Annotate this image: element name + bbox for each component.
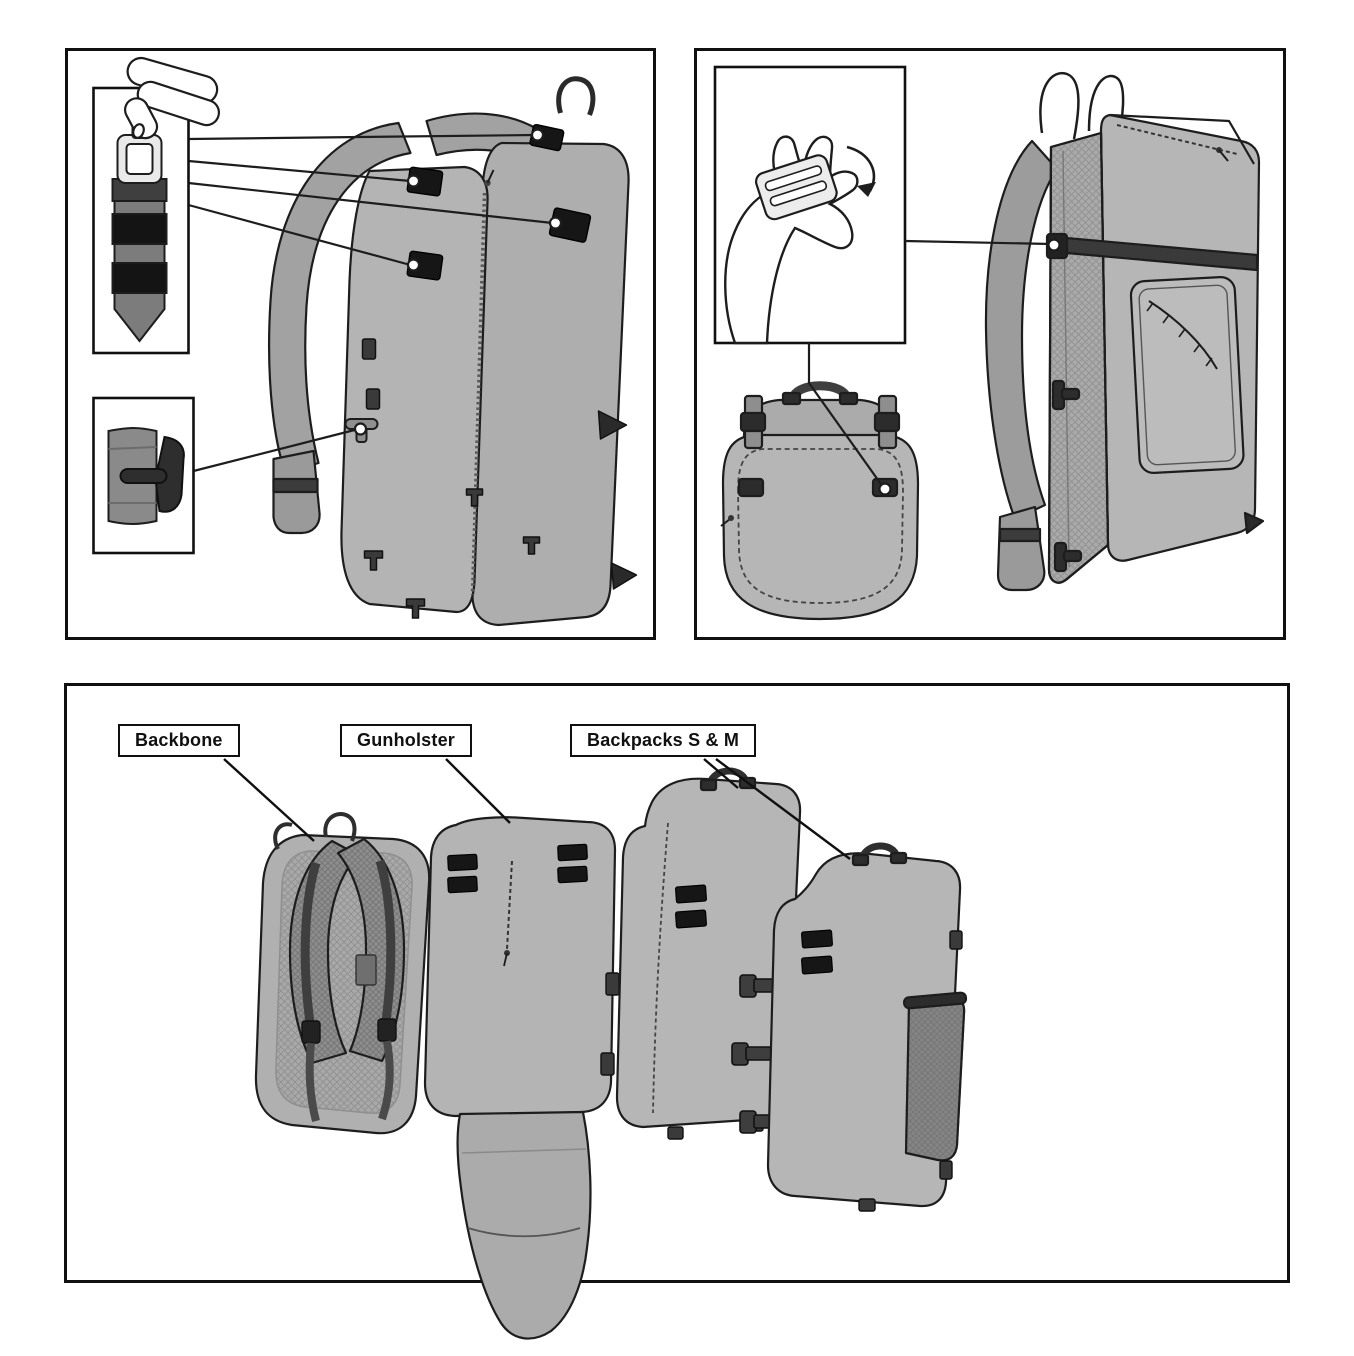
holster-seam xyxy=(461,1148,587,1154)
front-zipper xyxy=(652,822,669,1114)
label-pointer-lines xyxy=(223,758,851,860)
webbing-buckles xyxy=(301,1018,397,1044)
strap-tail xyxy=(996,505,1046,592)
strap-keeper xyxy=(272,477,319,494)
webbing-tails xyxy=(305,1040,394,1123)
callout-endpoint-dots xyxy=(353,128,563,436)
zipper-pull-cord xyxy=(720,518,731,527)
callout-endpoint-dot xyxy=(406,258,421,272)
velcro-ladder-strap xyxy=(111,123,168,343)
shoulder-strap xyxy=(984,139,1059,521)
callout-line xyxy=(188,159,411,183)
holster-zipper xyxy=(506,860,513,950)
back-panel-right-half xyxy=(471,141,630,627)
holster-side-tabs xyxy=(600,972,620,1076)
back-panel-left-half xyxy=(340,165,489,614)
haul-loop xyxy=(323,812,357,842)
panel-side-view xyxy=(694,48,1286,640)
label-gunholster: Gunholster xyxy=(340,724,473,757)
panel-harness-back-view xyxy=(65,48,656,640)
exploded-backpack-s xyxy=(731,842,968,1212)
side-view-backpack xyxy=(984,71,1265,592)
bottom-hooks xyxy=(363,488,541,619)
callout-endpoint-dot xyxy=(406,174,421,188)
fingernail xyxy=(132,123,145,139)
pocket-zipper-teeth xyxy=(1146,302,1213,367)
callout-line xyxy=(188,133,535,141)
harness-rail-seam xyxy=(1062,150,1070,568)
zipper-pull-cord xyxy=(1218,149,1229,162)
velcro-patches xyxy=(406,123,592,281)
label-pointer-line xyxy=(715,758,851,860)
brand-label-patch xyxy=(355,954,377,986)
pocket-elastic-band xyxy=(902,991,968,1010)
callout-line xyxy=(904,239,1052,246)
handle-base xyxy=(851,853,870,867)
label-pointer-line xyxy=(445,758,511,824)
ladder-lock-buckle xyxy=(754,154,838,221)
rail-hooks xyxy=(1051,379,1083,573)
inset-ladder-lock-buckle xyxy=(713,65,907,345)
zipper-pull-cord xyxy=(486,169,495,184)
pack-body xyxy=(721,433,920,621)
haul-loop xyxy=(273,822,293,850)
exploded-backbone xyxy=(254,812,431,1135)
velcro-pair xyxy=(675,884,707,929)
panel-exploded-view xyxy=(64,683,1290,1340)
folded-pack-front-view xyxy=(720,381,920,621)
holster-seam xyxy=(467,1227,581,1238)
inset-velcro-ladder-strap xyxy=(92,56,221,355)
harness-back-view-illustration xyxy=(92,56,638,627)
triangle-loops xyxy=(597,410,638,590)
label-pointer-line xyxy=(703,758,739,789)
holster-velcro-patches xyxy=(447,843,588,894)
callout-lines xyxy=(807,239,1052,488)
exploded-gunholster xyxy=(423,816,620,1340)
harness-backbone-drawing xyxy=(267,76,638,627)
rotate-arrow-head xyxy=(857,182,876,197)
callout-endpoint-dot xyxy=(530,128,545,142)
mesh-side-pocket-texture xyxy=(904,997,966,1162)
strap-webbing xyxy=(300,859,396,1024)
front-pocket xyxy=(1129,276,1245,474)
handle-base xyxy=(781,391,802,406)
pocket-zipper xyxy=(1148,300,1218,370)
lid-crease xyxy=(1109,113,1255,165)
handle-base xyxy=(838,391,859,406)
t-hook xyxy=(119,435,185,513)
handle-base xyxy=(699,778,718,792)
top-loop xyxy=(1039,71,1080,140)
edge-clips xyxy=(361,338,381,410)
perimeter-zipper xyxy=(737,448,904,604)
callout-endpoint-dot xyxy=(548,216,563,230)
harness-rail-outline xyxy=(1047,131,1110,584)
zipper-pull xyxy=(728,515,734,521)
label-pointer-line xyxy=(223,758,315,842)
callout-line xyxy=(188,203,411,267)
label-backpacks-s-m: Backpacks S & M xyxy=(570,724,757,757)
zipper-pull-cord xyxy=(503,952,508,967)
holster-lower-sleeve xyxy=(456,1110,592,1340)
callout-lines xyxy=(188,133,553,473)
hand-pulling-strap xyxy=(123,56,221,140)
edge-tabs xyxy=(858,930,963,1212)
side-view-illustration xyxy=(713,65,1265,621)
label-backbone: Backbone xyxy=(118,724,240,757)
inset-t-hook-detail xyxy=(92,396,195,555)
harness-rail xyxy=(1047,131,1110,584)
callout-endpoint-dot xyxy=(878,482,892,496)
callout-line xyxy=(193,427,359,473)
strap-stitching xyxy=(108,446,157,504)
hang-loop xyxy=(556,76,596,116)
callout-endpoint-dot xyxy=(353,422,368,436)
callout-line xyxy=(188,181,553,225)
handle-base xyxy=(889,851,908,865)
callout-line xyxy=(807,343,884,488)
bottom-loop xyxy=(1243,511,1265,535)
velcro-pair xyxy=(801,929,833,975)
center-zipper xyxy=(470,192,487,596)
strap-adjuster xyxy=(998,527,1042,543)
callout-endpoint-dot xyxy=(1047,238,1061,252)
